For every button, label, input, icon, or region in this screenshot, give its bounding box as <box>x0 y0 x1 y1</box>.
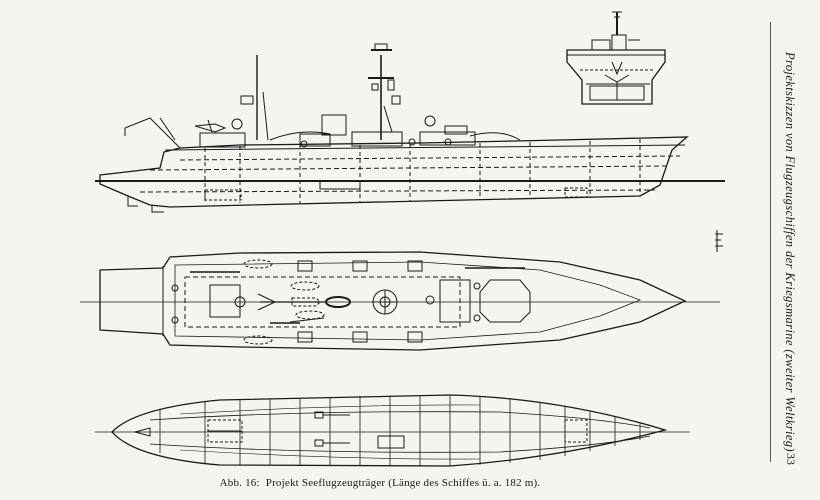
margin-rule <box>770 22 771 462</box>
cross-section <box>566 11 666 105</box>
figure-caption-text: Projekt Seeflugzeugträger (Länge des Sch… <box>265 477 541 489</box>
figure-label: Abb. 16: <box>219 477 260 489</box>
deck-plan <box>80 251 720 351</box>
running-head: Projektskizzen von Flugzeugschiffen der … <box>783 52 797 453</box>
ship-drawings <box>80 11 725 467</box>
figure-caption: Abb. 16: Projekt Seeflugzeugträger (Länge… <box>0 477 760 489</box>
page-number: 33 <box>784 453 798 465</box>
hull-lines <box>95 394 690 467</box>
side-profile <box>95 43 725 213</box>
scale-mark <box>715 230 723 252</box>
